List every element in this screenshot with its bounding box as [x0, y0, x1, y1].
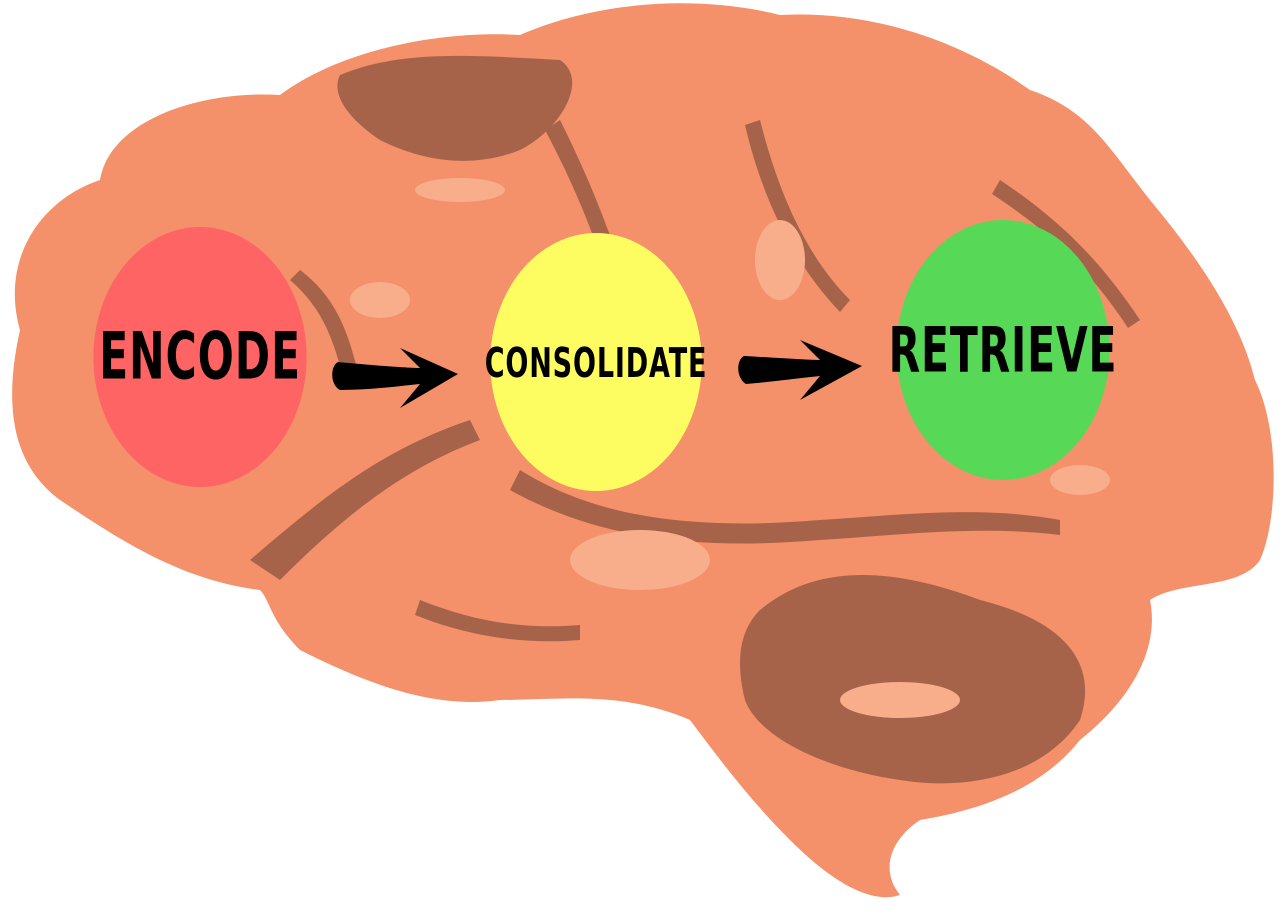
consolidate-stage: CONSOLIDATE [485, 233, 706, 491]
arrow-consolidate-to-retrieve [738, 340, 862, 400]
brain-sulci [250, 55, 1140, 784]
retrieve-stage: RETRIEVE [889, 220, 1117, 480]
consolidate-label: CONSOLIDATE [484, 337, 708, 387]
arrow-encode-to-consolidate [332, 348, 458, 408]
flow-arrows [332, 340, 862, 408]
retrieve-label: RETRIEVE [888, 313, 1118, 387]
brain-highlights [350, 178, 1110, 718]
encode-stage: ENCODE [93, 227, 307, 487]
encode-label: ENCODE [99, 319, 301, 395]
